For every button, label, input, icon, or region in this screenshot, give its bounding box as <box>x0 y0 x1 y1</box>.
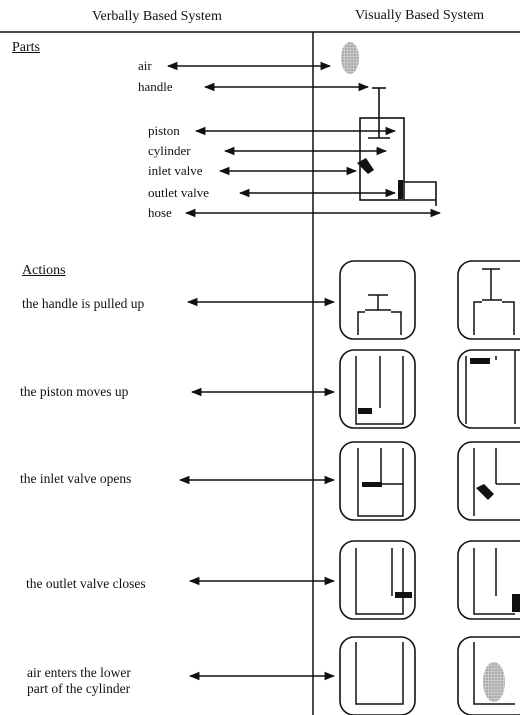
panel-4-before <box>339 540 416 620</box>
part-label-hose: hose <box>148 205 172 220</box>
action-label-air-enters-line1: air enters the lower <box>27 665 131 680</box>
part-label-outlet-valve: outlet valve <box>148 185 210 200</box>
part-label-cylinder: cylinder <box>148 143 191 158</box>
panel-4-content <box>355 548 515 615</box>
pump-main <box>359 87 437 206</box>
action-label-inlet-opens: the inlet valve opens <box>20 471 132 486</box>
verbal-column-header: Verbally Based System <box>92 9 222 24</box>
panel-2-after <box>457 349 520 429</box>
panel-5-content <box>355 642 515 705</box>
parts-section-title: Parts <box>12 40 40 55</box>
panel-4-after <box>457 540 520 620</box>
panel-2-content <box>355 350 516 425</box>
panel-5-before <box>339 636 416 715</box>
outlet-valve-block <box>398 180 403 199</box>
action-label-piston-moves: the piston moves up <box>20 384 129 399</box>
panel-2-piston-after <box>470 358 490 364</box>
action-label-air-enters-line2: part of the cylinder <box>27 681 131 696</box>
panel-5-air-after <box>483 662 505 702</box>
panel-4-valve-before <box>395 592 412 598</box>
panel-2-piston-before <box>358 408 372 414</box>
panel-5-after <box>457 636 520 715</box>
action-label-handle-pulled: the handle is pulled up <box>22 296 145 311</box>
panel-2-before <box>339 349 416 429</box>
part-label-handle: handle <box>138 79 173 94</box>
panel-3-before <box>339 441 416 521</box>
action-label-outlet-closes: the outlet valve closes <box>26 576 146 591</box>
panel-1-content <box>357 268 515 335</box>
part-label-inlet-valve: inlet valve <box>148 163 203 178</box>
part-label-piston: piston <box>148 123 180 138</box>
panel-3-after <box>457 441 520 521</box>
part-label-air: air <box>138 58 152 73</box>
inlet-valve-flap <box>357 158 374 174</box>
panel-4-valve-after <box>512 594 520 612</box>
panel-3-valve-after <box>476 484 494 500</box>
panel-1-before <box>339 260 416 340</box>
panel-1-after <box>457 260 520 340</box>
panel-3-content <box>357 448 520 517</box>
air-blob <box>341 42 359 74</box>
visual-column-header: Visually Based System <box>355 8 485 23</box>
panel-3-valve-before <box>362 482 382 487</box>
actions-section-title: Actions <box>22 263 66 278</box>
